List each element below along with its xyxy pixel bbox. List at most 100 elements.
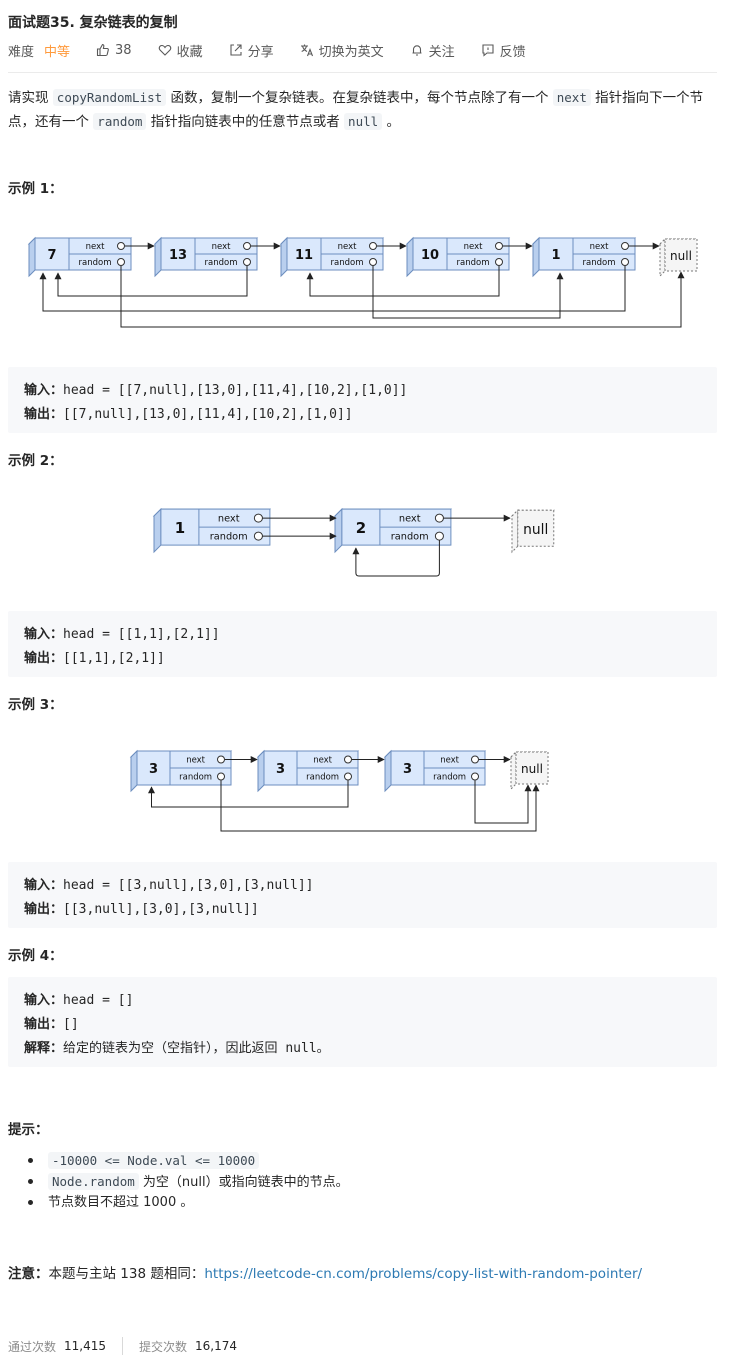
favorite-button[interactable]: 收藏: [158, 41, 203, 60]
example-1-heading: 示例 1：: [8, 181, 63, 197]
next-port: [621, 242, 629, 250]
null-node: null: [510, 509, 555, 554]
next-port: [471, 755, 479, 764]
random-port: [344, 772, 352, 781]
random-arrow: [474, 780, 532, 824]
note-text: 本题与主站 138 题相同：: [48, 1266, 205, 1282]
desc-text: 。: [382, 114, 400, 130]
random-arrow: [148, 780, 349, 808]
node-side-face: [532, 236, 540, 278]
input-value: head = [[3,null],[3,0],[3,null]]: [63, 878, 314, 893]
stats-divider: [122, 1337, 124, 1355]
next-port: [243, 242, 251, 250]
note: 注意：本题与主站 138 题相同：https://leetcode-cn.com…: [8, 1262, 642, 1282]
input-label: 输入：: [24, 627, 64, 642]
next-port: [434, 513, 444, 523]
next-port: [253, 513, 263, 523]
list-node: 3 next random: [256, 749, 360, 793]
output-value: [[7,null],[13,0],[11,4],[10,2],[1,0]]: [63, 407, 353, 422]
random-port: [495, 258, 503, 266]
hint-item: 节点数目不超过 1000 。: [28, 1192, 349, 1213]
accepted-label: 通过次数: [8, 1339, 57, 1354]
input-label: 输入：: [24, 878, 64, 893]
null-label: null: [523, 522, 548, 538]
share-button[interactable]: 分享: [229, 41, 274, 60]
example-1-output-line: 输出：[[7,null],[13,0],[11,4],[10,2],[1,0]]: [24, 403, 353, 422]
favorite-label: 收藏: [176, 44, 203, 60]
node-side-face: [406, 236, 414, 278]
input-label: 输入：: [24, 993, 64, 1008]
example-4-explain-line: 解释：给定的链表为空（空指针），因此返回 null。: [24, 1037, 330, 1056]
random-label: random: [391, 532, 429, 543]
random-label: random: [306, 773, 339, 783]
node-value: 11: [295, 248, 313, 263]
like-button[interactable]: 38: [96, 43, 132, 58]
thumbs-up-icon: [96, 43, 109, 57]
feedback-label: 反馈: [499, 44, 526, 60]
random-arrow: [120, 266, 685, 328]
node-side-face: [28, 236, 36, 278]
example-4-heading: 示例 4：: [8, 948, 63, 964]
submitted-label: 提交次数: [139, 1339, 188, 1354]
submitted-count: 16,174: [195, 1339, 238, 1353]
switch-language-button[interactable]: 切换为英文: [300, 41, 384, 60]
example-2-heading: 示例 2：: [8, 453, 63, 469]
next-label: next: [86, 242, 105, 252]
share-label: 分享: [247, 44, 274, 60]
output-label: 输出：: [24, 1017, 64, 1032]
inline-code: next: [552, 89, 591, 106]
share-icon: [230, 44, 242, 56]
node-side-face: [153, 507, 162, 554]
next-port: [117, 242, 125, 250]
follow-label: 关注: [428, 44, 455, 60]
inline-code: copyRandomList: [52, 89, 167, 106]
next-label: next: [212, 242, 231, 252]
node-value: 3: [403, 762, 412, 777]
random-label: random: [433, 773, 466, 783]
node-value: 1: [175, 519, 185, 537]
input-value: head = []: [63, 993, 134, 1008]
null-side-face: [659, 237, 666, 278]
random-arrow: [352, 540, 440, 577]
example-2-io: 输入：head = [[1,1],[2,1]] 输出：[[1,1],[2,1]]: [8, 611, 717, 677]
random-port: [369, 258, 377, 266]
next-label: next: [313, 756, 332, 766]
random-label: random: [79, 258, 112, 268]
desc-text: 指针指向链表中的任意节点或者: [146, 114, 345, 130]
hints-heading: 提示：: [8, 1122, 49, 1138]
example-3-heading: 示例 3：: [8, 697, 63, 713]
null-node: null: [658, 237, 699, 278]
node-side-face: [257, 749, 265, 793]
bell-icon: [412, 45, 422, 56]
follow-button[interactable]: 关注: [410, 41, 455, 60]
header-divider: [8, 72, 717, 73]
random-port: [621, 258, 629, 266]
next-label: next: [338, 242, 357, 252]
desc-text: 指针指向下一个节点，还有一个: [8, 90, 704, 130]
example-3-io: 输入：head = [[3,null],[3,0],[3,null]] 输出：[…: [8, 862, 717, 928]
hint-code: -10000 <= Node.val <= 10000: [48, 1152, 260, 1169]
node-value: 3: [276, 762, 285, 777]
null-body: [664, 238, 698, 272]
example-4-output-line: 输出：[]: [24, 1013, 79, 1032]
accepted-count: 11,415: [64, 1339, 107, 1353]
heart-icon: [158, 44, 171, 56]
node-side-face: [384, 749, 392, 793]
input-value: head = [[7,null],[13,0],[11,4],[10,2],[1…: [63, 383, 408, 398]
next-port: [344, 755, 352, 764]
hints-list: -10000 <= Node.val <= 10000 Node.random …: [28, 1150, 349, 1213]
example-4-input-line: 输入：head = []: [24, 989, 133, 1008]
next-port: [369, 242, 377, 250]
example-2-output-line: 输出：[[1,1],[2,1]]: [24, 647, 165, 666]
random-port: [117, 258, 125, 266]
null-label: null: [670, 249, 692, 263]
next-port: [495, 242, 503, 250]
feedback-button[interactable]: 反馈: [481, 41, 526, 60]
note-link[interactable]: https://leetcode-cn.com/problems/copy-li…: [204, 1266, 643, 1282]
